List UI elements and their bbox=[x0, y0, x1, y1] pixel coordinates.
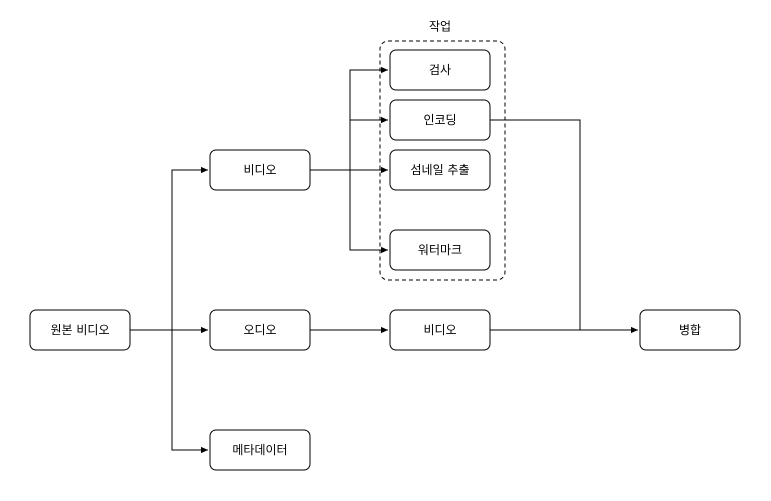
node-video-box[interactable] bbox=[209, 149, 311, 191]
node-metadata[interactable]: 메타데이터 bbox=[209, 429, 311, 471]
node-merge-label: 병합 bbox=[679, 323, 701, 337]
node-audio-label: 오디오 bbox=[243, 323, 276, 337]
node-watermark-box[interactable] bbox=[389, 229, 491, 271]
node-source-label: 원본 비디오 bbox=[50, 323, 109, 337]
node-encoding-label: 인코딩 bbox=[423, 113, 456, 127]
node-merge[interactable]: 병합 bbox=[639, 309, 741, 351]
node-metadata-label: 메타데이터 bbox=[232, 443, 287, 457]
node-audio-video-box[interactable] bbox=[389, 309, 491, 351]
node-thumbnail-label: 섬네일 추출 bbox=[410, 163, 469, 177]
node-audio-video[interactable]: 비디오 bbox=[389, 309, 491, 351]
node-audio[interactable]: 오디오 bbox=[209, 309, 311, 351]
node-watermark-label: 워터마크 bbox=[418, 243, 462, 257]
task-group-label: 작업 bbox=[429, 20, 451, 34]
node-encoding-box[interactable] bbox=[389, 99, 491, 141]
node-metadata-box[interactable] bbox=[209, 429, 311, 471]
edge-video-to-watermark bbox=[349, 170, 388, 254]
task-group-border bbox=[379, 40, 506, 281]
edge-video-to-inspect bbox=[349, 66, 388, 170]
node-audio-box[interactable] bbox=[209, 309, 311, 351]
node-merge-box[interactable] bbox=[639, 309, 741, 351]
edge-source-to-video bbox=[130, 166, 208, 331]
edge-source-to-metadata bbox=[171, 330, 208, 454]
node-audio-video-label: 비디오 bbox=[423, 323, 456, 337]
node-watermark[interactable]: 워터마크 bbox=[389, 229, 491, 271]
task-group: 작업 bbox=[379, 20, 506, 281]
node-inspect-label: 검사 bbox=[429, 63, 451, 77]
node-encoding[interactable]: 인코딩 bbox=[389, 99, 491, 141]
node-thumbnail-box[interactable] bbox=[389, 149, 491, 191]
edge-encoding-to-merge bbox=[490, 119, 581, 330]
node-inspect-box[interactable] bbox=[389, 49, 491, 91]
node-thumbnail[interactable]: 섬네일 추출 bbox=[389, 149, 491, 191]
node-video-label: 비디오 bbox=[243, 163, 276, 177]
node-inspect[interactable]: 검사 bbox=[389, 49, 491, 91]
node-video[interactable]: 비디오 bbox=[209, 149, 311, 191]
node-source[interactable]: 원본 비디오 bbox=[29, 309, 131, 351]
node-source-box[interactable] bbox=[29, 309, 131, 351]
edges bbox=[130, 66, 638, 454]
